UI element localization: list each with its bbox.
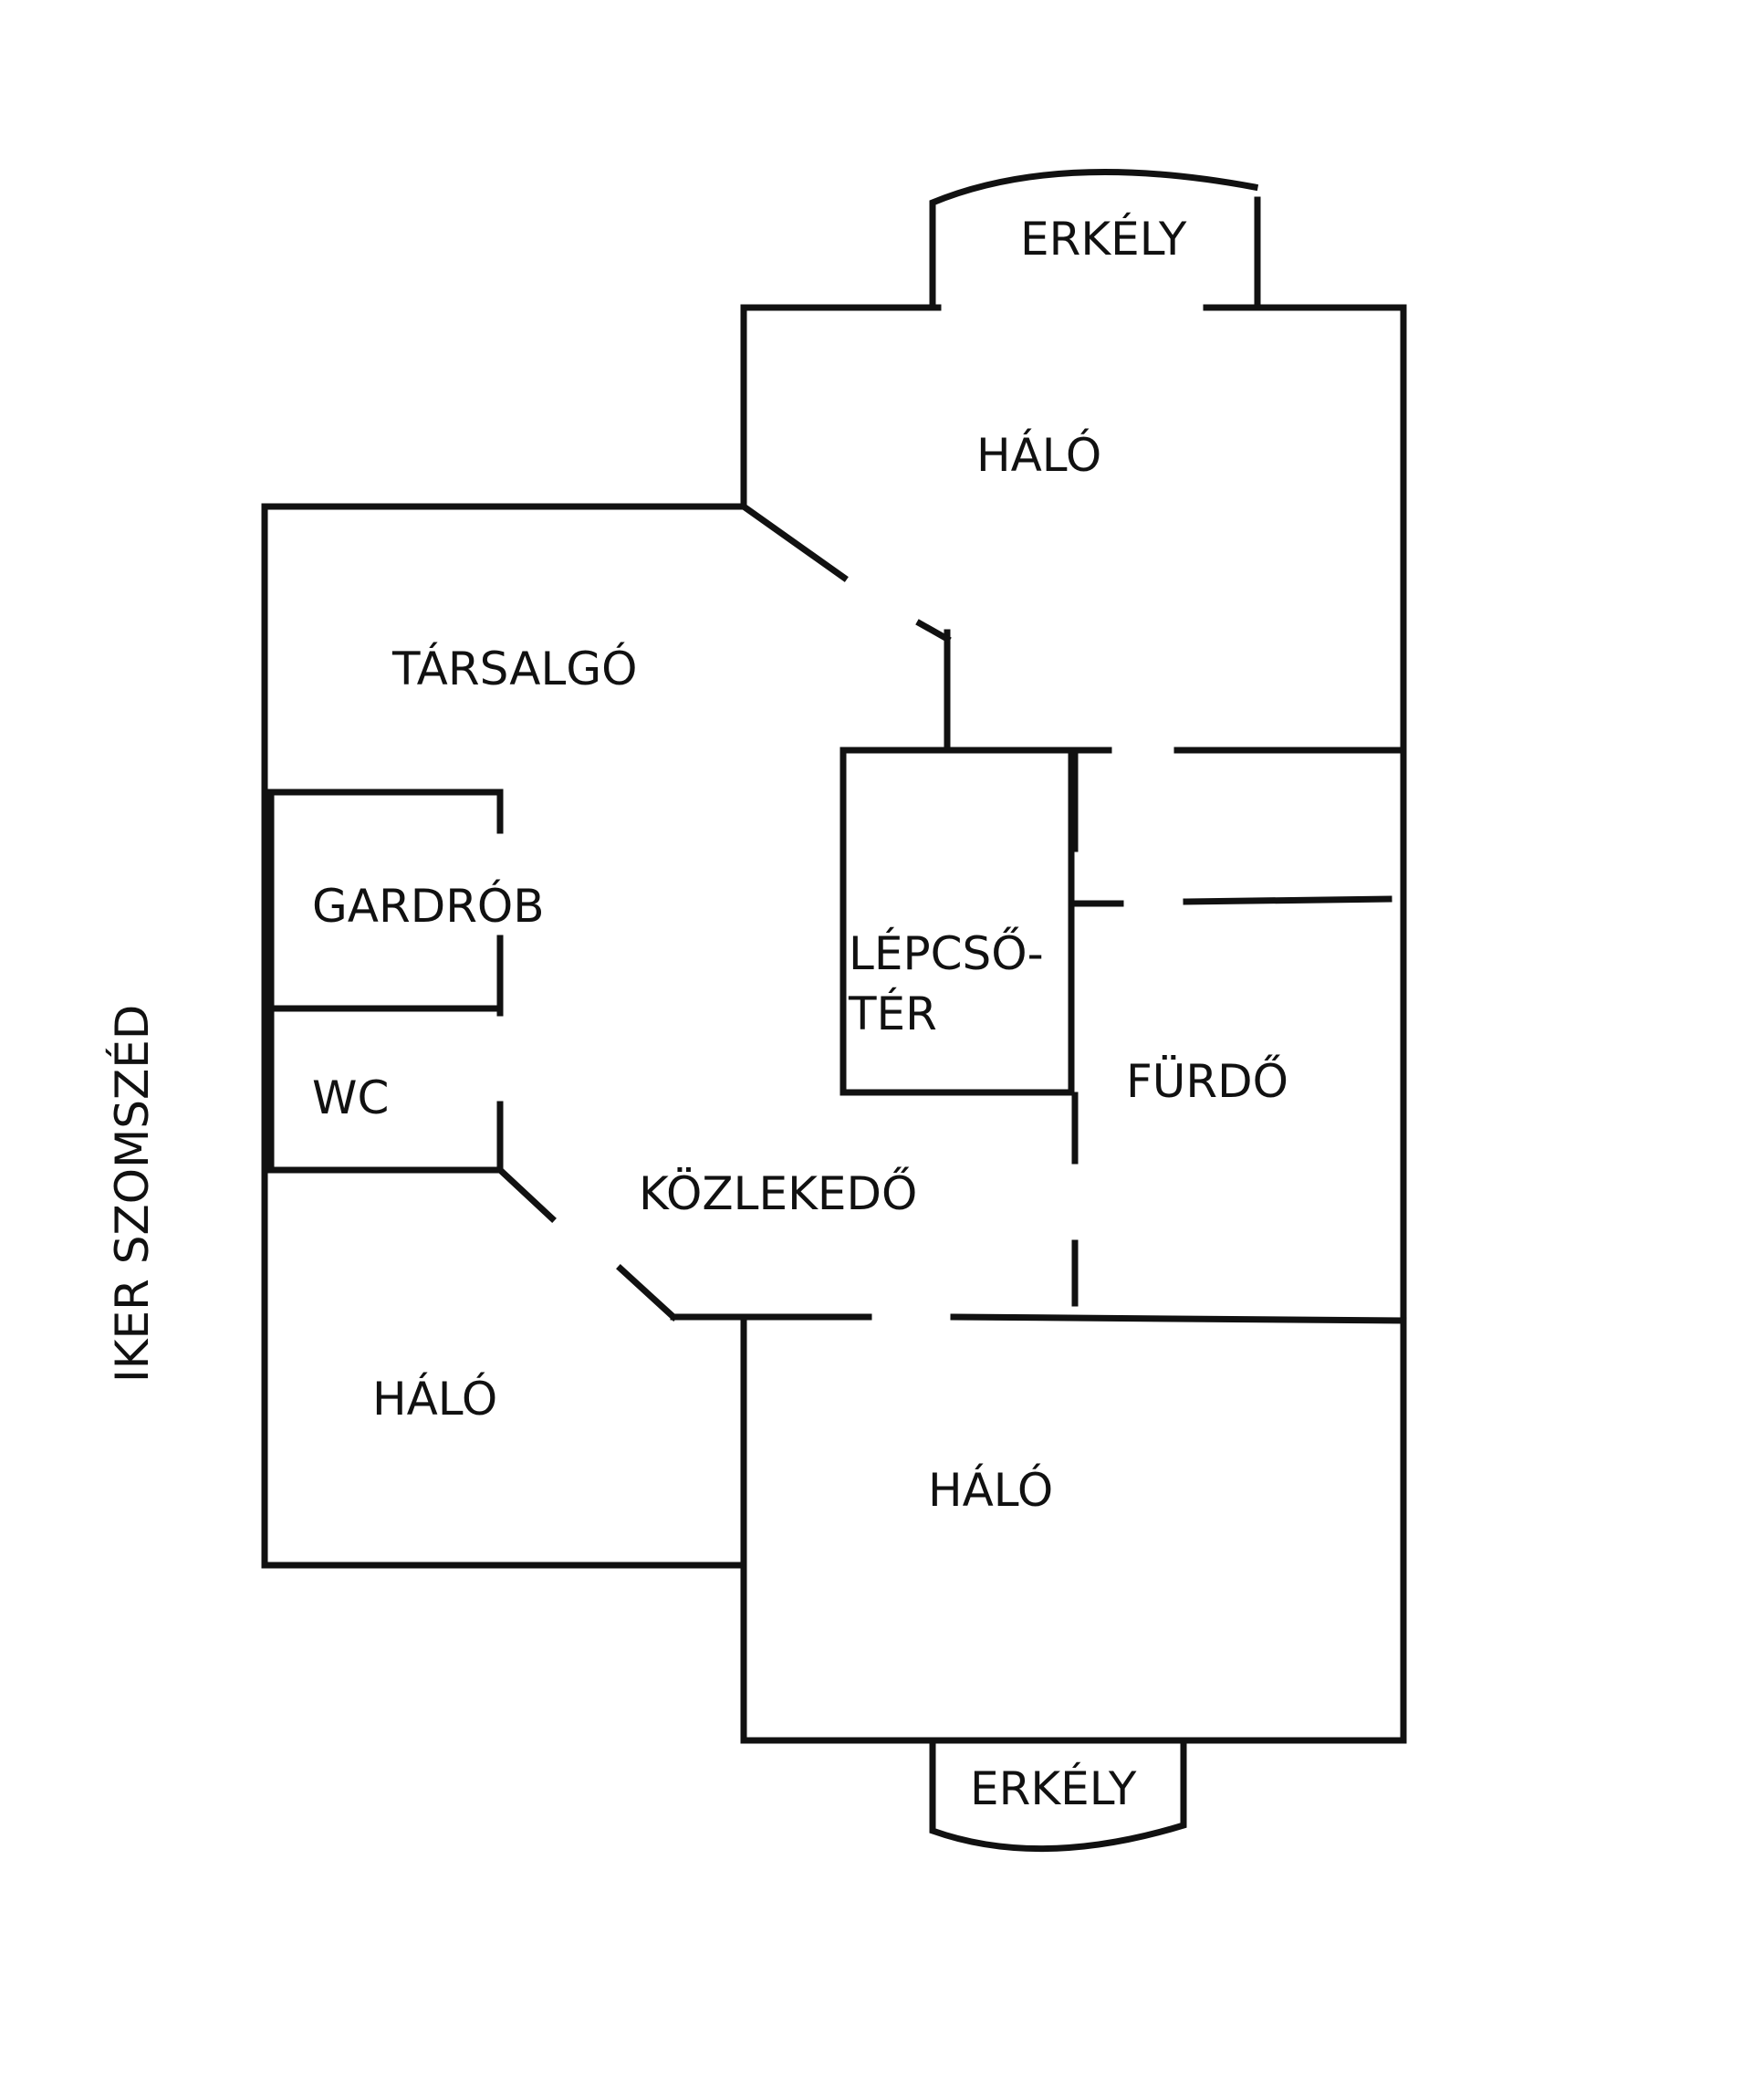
bedroom-bottom-left-label: HÁLÓ [372,1373,498,1426]
stairwell-label: LÉPCSŐ- TÉR [849,924,1044,1044]
wardrobe-label: GARDRÓB [312,880,545,933]
wc-walls [267,1101,504,1174]
balcony-bottom-walls [929,1737,1187,1853]
balcony-bottom-label: ERKÉLY [970,1762,1137,1815]
balcony-top-label: ERKÉLY [1020,213,1187,266]
stairwell-label-line1: LÉPCSŐ- [849,927,1044,980]
balcony-top-walls [929,169,1261,311]
neighbor-note: IKER SZOMSZÉD [106,1004,159,1383]
wardrobe-walls [267,789,504,1174]
bedroom-bottom-right-walls [740,1317,1407,1744]
bathroom-walls [1071,747,1407,1324]
stairwell-label-line2: TÉR [849,987,937,1040]
bedroom-top-walls [740,304,1407,754]
bathroom-label: FÜRDŐ [1126,1055,1288,1108]
lounge-walls [261,502,952,1569]
lounge-label: TÁRSALGÓ [392,643,638,695]
bedroom-bottom-right-label: HÁLÓ [928,1464,1054,1517]
corridor-walls [495,1165,1407,1324]
wc-label: WC [312,1071,390,1124]
bedroom-bottom-left-walls [261,1313,747,1569]
bedroom-top-label: HÁLÓ [976,429,1102,482]
corridor-label: KÖZLEKEDŐ [639,1167,918,1220]
upper-divider-walls [944,747,1407,907]
